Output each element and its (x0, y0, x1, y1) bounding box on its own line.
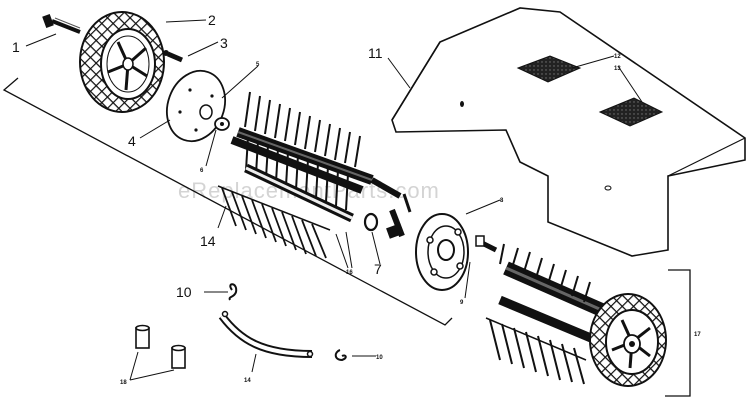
callout-12: 12 (614, 54, 621, 60)
nut-6 (214, 117, 230, 131)
spring-clip (228, 283, 238, 301)
left-wheel (79, 11, 165, 113)
hub-plate (166, 69, 226, 143)
callout-10: 10 (176, 284, 192, 300)
callout-3: 3 (220, 35, 228, 51)
clip-right (334, 349, 347, 362)
callout-10-right: 10 (376, 355, 383, 361)
tine-reel-lower (217, 163, 354, 259)
hub-flange (415, 213, 469, 291)
callout-5: 5 (256, 62, 260, 68)
callout-14-lower: 14 (244, 378, 251, 384)
callout-18: 18 (120, 380, 127, 386)
callout-1: 1 (12, 39, 20, 55)
callout-8: 8 (500, 198, 504, 204)
bushings (135, 324, 186, 369)
axle-bolt (42, 13, 81, 34)
spacer-bolt (163, 50, 183, 63)
handle-bar (218, 310, 314, 358)
assembly-guide-line (2, 77, 453, 326)
callout-7: 7 (374, 261, 382, 277)
callout-9: 9 (460, 300, 464, 306)
callout-4: 4 (128, 133, 136, 149)
tine-reel-upper (230, 91, 374, 211)
right-wheel (589, 293, 667, 387)
callout-6: 6 (200, 168, 204, 174)
washer-7 (363, 212, 379, 232)
callout-11: 11 (368, 45, 383, 61)
bracket-17 (665, 269, 691, 397)
callout-13: 13 (614, 66, 621, 72)
drive-pin (370, 177, 412, 239)
callout-17: 17 (694, 332, 701, 338)
bolt-9 (475, 235, 498, 253)
callout-2: 2 (208, 12, 216, 28)
callout-14-upper: 14 (200, 233, 216, 249)
leader-lines (25, 19, 643, 381)
callout-16: 16 (346, 270, 353, 276)
cover-plate (391, 7, 746, 257)
